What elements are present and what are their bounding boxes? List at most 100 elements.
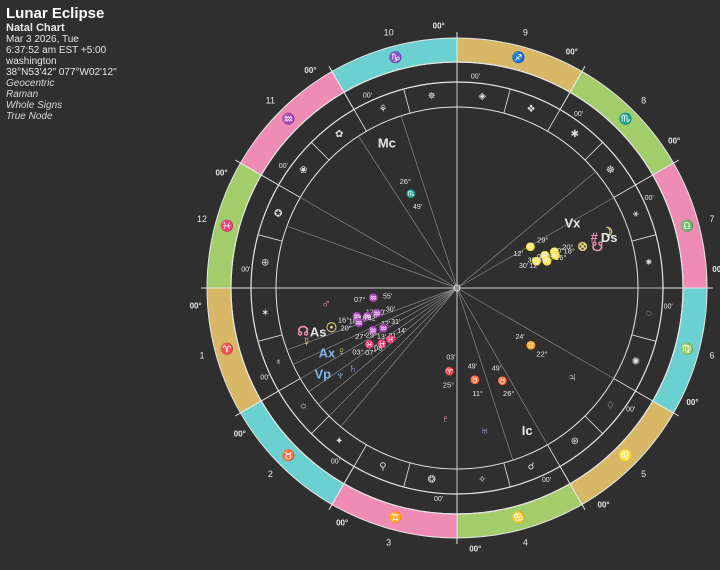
scorpio-icon: ♏	[618, 113, 632, 126]
cusp-degree-label: 00°	[597, 500, 609, 509]
chart-time: 6:37:52 am EST +5:00	[6, 45, 107, 56]
icon-ring-divider	[613, 184, 636, 198]
chart-coords: 38°N53'42" 077°W02'12"	[6, 67, 117, 78]
neptune-glyph: ♆	[336, 367, 346, 382]
imum-coeli-glyph: Ic	[522, 423, 533, 438]
venus-degree: 29°	[366, 330, 377, 339]
libra-icon: ♎	[680, 219, 694, 232]
venus-glyph: ♀	[337, 343, 347, 358]
moon-glyph: ☽	[602, 225, 614, 240]
ring-decoration-icon: ❀	[299, 165, 307, 176]
midheaven-minute: 49'	[413, 204, 422, 211]
cusp-degree-label: 00°	[469, 544, 481, 553]
aspect-line	[308, 287, 458, 393]
sun-sign: ♒	[372, 308, 382, 318]
south-node-glyph: ☋	[592, 239, 604, 254]
sun-glyph: ☉	[326, 320, 338, 335]
aspect-line	[318, 287, 458, 405]
aspect-line	[456, 197, 614, 289]
house-number-4: 4	[523, 537, 528, 547]
aspect-line	[340, 287, 458, 427]
house-number-5: 5	[641, 469, 646, 479]
chart-type: Natal Chart	[6, 22, 65, 34]
house-cusp-tick	[559, 466, 586, 510]
house-number-1: 1	[199, 351, 204, 361]
part-glyph: ⊗	[577, 239, 588, 254]
cusp-minute-label: 00'	[241, 266, 250, 273]
icon-ring-divider	[311, 415, 330, 434]
cusp-minute-label: 00'	[363, 93, 372, 100]
zodiac-band-segment	[331, 37, 458, 93]
aspect-line	[300, 287, 458, 379]
uranus-glyph: ♅	[480, 423, 490, 438]
gemini-icon: ♊	[389, 511, 403, 524]
sagittarius-icon: ♐	[512, 51, 526, 64]
ring-decoration-icon: ✿	[335, 129, 343, 140]
aquarius-icon: ♒	[282, 113, 296, 126]
aspect-line	[328, 287, 458, 417]
ring-decoration-icon: ✱	[571, 129, 579, 140]
ring-decoration-icon: ☌	[528, 461, 535, 472]
cusp-minute-label: 00'	[279, 163, 288, 170]
house-number-7: 7	[709, 214, 714, 224]
icon-ring-divider	[613, 378, 636, 392]
saturn-glyph: ♄	[348, 361, 358, 376]
house-cusp-tick	[328, 466, 355, 510]
descendant-glyph: Ds	[601, 230, 618, 245]
ring-decoration-icon: ✶	[261, 308, 269, 319]
pluto-sign: ♈	[445, 366, 455, 376]
antivertex-degree: 27°	[355, 332, 366, 341]
aspect-line	[456, 287, 614, 379]
vertex-minute: 12'	[514, 251, 523, 258]
neptune-minute: 21'	[389, 333, 398, 340]
antivertex-sign: ♒	[368, 325, 378, 335]
ring-decoration-icon: ⚘	[378, 104, 387, 115]
zodiac-band-segment	[206, 162, 262, 289]
vp-glyph: Vp	[315, 367, 332, 382]
house-number-10: 10	[384, 27, 394, 37]
cusp-minute-label: 00'	[645, 195, 654, 202]
icon-ring-divider	[353, 444, 367, 467]
icon-ring-divider	[257, 334, 283, 342]
vertex-sign: ♌	[525, 241, 535, 251]
part-sign: ♌	[532, 256, 542, 266]
fortune-degree: 20°	[553, 246, 564, 255]
uranus-degree: 11°	[472, 389, 483, 398]
north-node-glyph: ☊	[297, 324, 309, 339]
aspect-line	[456, 287, 548, 445]
cancer-icon: ♋	[512, 511, 526, 524]
cusp-degree-label: 00°	[304, 66, 316, 75]
sun-degree: 18°	[358, 313, 369, 322]
imum-coeli-minute: 49'	[492, 366, 501, 373]
chart-date: Mar 3 2026, Tue	[6, 34, 79, 45]
venus-minute: 31'	[391, 319, 400, 326]
aspect-line	[292, 287, 458, 365]
venus-sign: ♒	[379, 323, 389, 333]
aries-icon: ♈	[220, 343, 234, 356]
house-cusp-tick	[235, 390, 279, 417]
ring-decoration-icon: ⊕	[261, 257, 269, 268]
ring-decoration-icon: ✷	[645, 257, 653, 268]
house-number-3: 3	[386, 537, 391, 547]
saturn-minute: 14'	[397, 328, 406, 335]
moon-degree: 20°	[562, 243, 573, 252]
fortune-minute: 30'	[528, 257, 537, 264]
moon-minute: 07'	[537, 254, 546, 261]
house-number-2: 2	[268, 469, 273, 479]
pluto-minute: 03'	[446, 355, 455, 362]
ring-decoration-icon: ✦	[335, 436, 343, 447]
fortune-sign: ♌	[540, 250, 550, 260]
north-node-minute: 12'	[366, 310, 375, 317]
aspect-line	[358, 136, 458, 289]
pisces-icon: ♓	[220, 219, 234, 232]
vertex-degree: 29°	[537, 235, 548, 244]
ring-decoration-icon: ✺	[632, 357, 640, 368]
cusp-degree-label: 00°	[566, 48, 578, 57]
mars-sign: ♒	[369, 292, 379, 302]
aspect-line	[286, 287, 458, 351]
jupiter-sign: ♊	[526, 340, 536, 350]
north-node-degree: 16°	[338, 316, 349, 325]
aspect-line	[286, 225, 458, 289]
saturn-sign: ♓	[386, 334, 396, 344]
